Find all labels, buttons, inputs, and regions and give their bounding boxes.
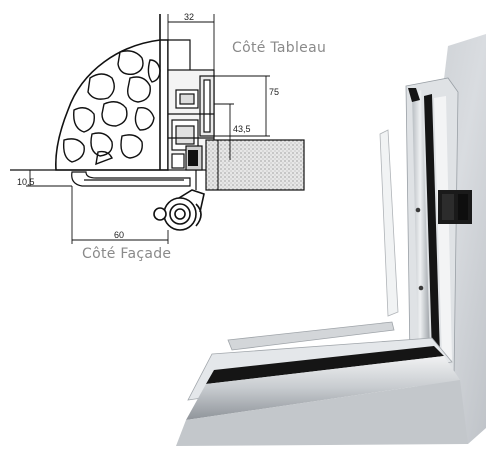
insulation-block (205, 139, 305, 191)
frame-profile (167, 39, 215, 190)
dim-inner-depth: 43,5 (233, 124, 251, 134)
hinge-roller (153, 189, 205, 231)
label-cote-tableau: Côté Tableau (232, 40, 327, 56)
horizontal-rail (186, 356, 460, 420)
dimension-lines (26, 14, 270, 244)
horizontal-gasket (206, 346, 444, 384)
dim-sill-offset: 10,5 (17, 177, 35, 187)
loose-horizontal-strip (227, 321, 395, 351)
sill-profile (10, 169, 191, 187)
vertical-face (434, 96, 452, 360)
vertical-rail (412, 90, 430, 350)
loose-vertical-strip (379, 129, 399, 317)
vertical-gasket (424, 94, 440, 356)
hinge-block (438, 190, 472, 224)
stone-wall (55, 39, 169, 171)
dim-top-width: 32 (184, 12, 194, 22)
screw-icon (415, 207, 421, 213)
horizontal-base (176, 380, 468, 446)
dim-bottom-width: 60 (114, 230, 124, 240)
cross-section-drawing: 32 75 43,5 10,5 60 (10, 12, 305, 244)
screw-icon (418, 285, 424, 291)
label-cote-facade: Côté Façade (82, 246, 172, 262)
dim-frame-height: 75 (269, 87, 279, 97)
vertical-cap (408, 88, 420, 102)
frame-3d-render (176, 34, 486, 446)
